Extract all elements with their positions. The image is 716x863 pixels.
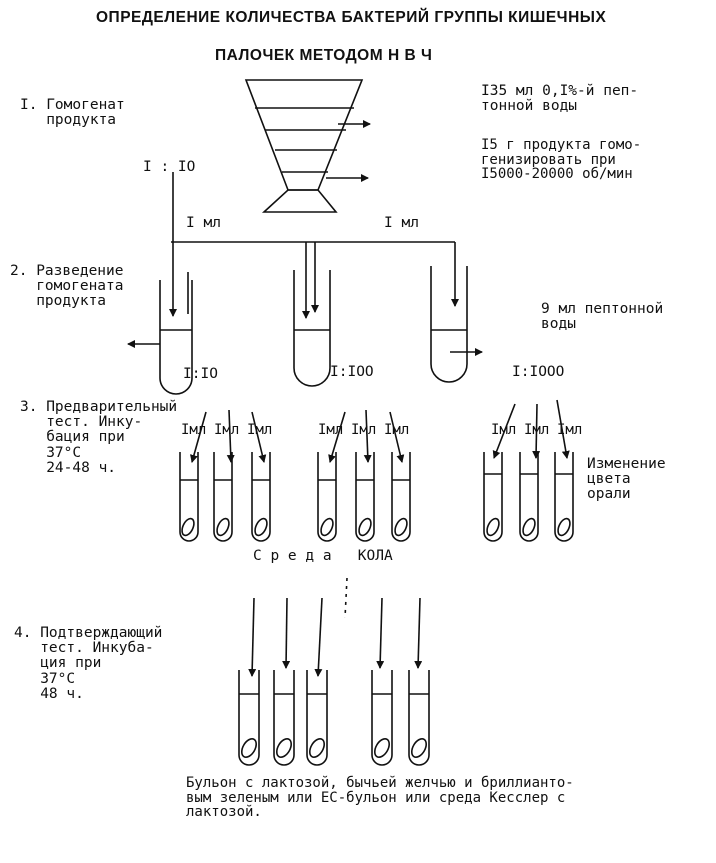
peptone-note: I35 мл 0,I%-й пеп- тонной воды: [481, 83, 639, 115]
presumptive-group-2: [317, 409, 411, 542]
dilution-label-3: I:IOOO: [512, 364, 565, 380]
title-line-1: ОПРЕДЕЛЕНИЕ КОЛИЧЕСТВА БАКТЕРИЙ ГРУППЫ К…: [96, 9, 607, 26]
presumptive-group-3: [483, 399, 574, 542]
step1-label: I. Гомогенат продукта: [20, 97, 125, 129]
dilution-label-2: I:IOO: [330, 364, 374, 380]
footer-note: Бульон с лактозой, бычьей желчью и брилл…: [186, 775, 574, 821]
title-line-2: ПАЛОЧЕК МЕТОДОМ Н В Ч: [215, 47, 433, 64]
tube-label-5: Iмл: [351, 422, 377, 438]
tube-label-4: Iмл: [318, 422, 344, 438]
medium-label: С р е д а КОЛА: [253, 548, 393, 564]
dilution-tube-3: [430, 266, 483, 383]
color-change-note: Изменение цвета орали: [587, 456, 666, 503]
transfer-lines: [169, 172, 459, 319]
dilution-tube-1: [127, 280, 193, 395]
step1-ratio: I : IO: [143, 159, 196, 175]
step4-label: 4. Подтверждающий тест. Инкуба- ция при …: [14, 625, 163, 702]
tube-label-7: Iмл: [491, 422, 517, 438]
presumptive-group-1: [179, 409, 271, 542]
confirmatory-tubes: [238, 577, 430, 766]
step3-label: 3. Предварительный тест. Инку- бация при…: [20, 399, 178, 476]
step2-label: 2. Разведение гомогената продукта: [10, 263, 124, 310]
homogenizer-vessel: [244, 79, 371, 213]
transfer-left-label: I мл: [186, 215, 221, 231]
tube-label-2: Iмл: [214, 422, 240, 438]
presumptive-tubes: [179, 399, 574, 542]
transfer-right-label: I мл: [384, 215, 419, 231]
dilution-tube-2: [293, 270, 331, 387]
tube-label-6: Iмл: [384, 422, 410, 438]
homogenize-note: I5 г продукта гомо- генизировать при I50…: [481, 137, 642, 183]
diluent-note: 9 мл пептонной воды: [541, 301, 664, 333]
tube-label-3: Iмл: [247, 422, 273, 438]
